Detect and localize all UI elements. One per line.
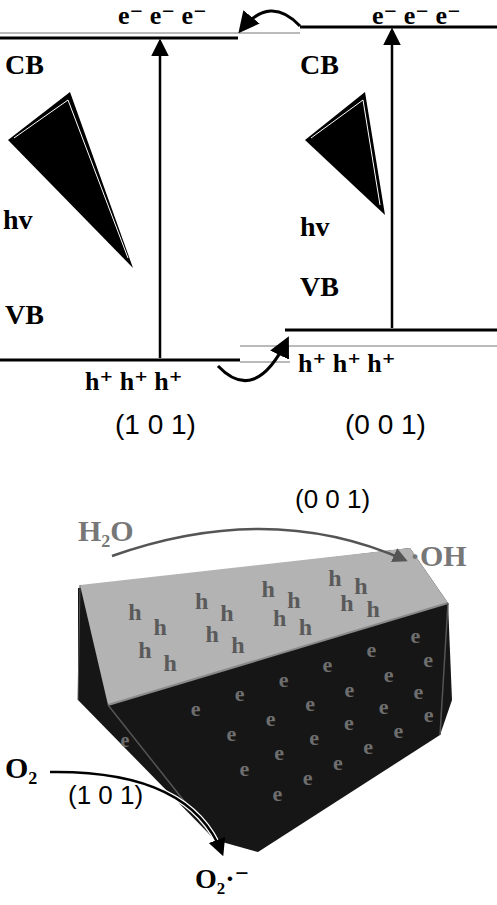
photon-wedge-inner [311,100,380,205]
top-facet [80,548,448,705]
carrier-label: e⁻ e⁻ e⁻ [372,2,461,29]
facet-label: (1 0 1) [115,410,196,439]
hole-mark: h [340,591,353,616]
reduction-arrow-halo [50,772,222,853]
electron-mark: e [121,730,130,751]
electron-mark: e [344,711,354,734]
electron-mark: e [379,696,389,719]
electron-mark: e [323,653,333,676]
electron-mark: e [333,751,343,774]
hole-mark: h [195,589,208,614]
electron-mark: e [274,742,284,765]
band-label: CB [5,50,44,79]
electron-mark: e [414,680,424,703]
electron-mark: e [279,668,289,691]
facet-edge [440,603,448,735]
facet-label: (0 0 1) [345,410,426,439]
band-guide [240,346,497,347]
hole-mark: h [153,615,166,640]
band-guide [0,33,300,34]
band-label: VB [300,272,339,301]
hole-mark: h [366,598,379,623]
hole-mark: h [328,567,341,592]
electron-transfer-arrow [241,11,300,30]
hole-mark: h [231,634,244,659]
carrier-label: h⁺ h⁺ h⁺ [298,350,396,377]
electron-mark: e [303,767,313,790]
facet-label: (1 0 1) [68,782,143,809]
hole-mark: h [220,602,233,627]
excitation-arrow [159,42,162,358]
hole-mark: h [164,652,177,677]
electron-mark: e [394,720,404,743]
electron-mark: e [344,678,354,701]
species-label: ·OH [410,540,467,572]
carrier-label: e⁻ e⁻ e⁻ [118,2,207,29]
photon-label: hv [3,205,33,234]
hole-mark: h [138,638,151,663]
species-label: O₂·⁻ [195,864,249,893]
electron-mark: e [273,782,283,805]
band-label: VB [5,300,44,329]
species-label: H₂O [78,515,134,547]
electron-mark: e [366,639,376,662]
hole-mark: h [299,616,312,641]
band-label: CB [300,50,339,79]
species-label: O₂ [5,752,37,784]
hole-mark: h [262,578,275,603]
facet-edge [108,603,448,705]
electron-mark: e [305,693,315,716]
oxidation-arrow [112,529,405,560]
photon-wedge [305,92,385,215]
electron-mark: e [423,648,433,671]
hole-mark: h [128,600,141,625]
carrier-label: h⁺ h⁺ h⁺ [85,368,183,395]
band-guide [240,362,290,363]
electron-mark: e [363,735,373,758]
valence-band [285,329,497,332]
electron-mark: e [235,683,245,706]
facet-label: (0 0 1) [295,486,370,513]
excitation-arrow [391,31,394,328]
facet-edge [78,585,80,700]
electron-mark: e [226,723,236,746]
conduction-band [0,37,238,40]
electron-mark: e [410,624,420,647]
hole-mark: h [287,588,300,613]
electron-mark: e [309,726,319,749]
hole-transfer-arrow [218,340,287,381]
hole-mark: h [273,607,286,632]
electron-mark: e [191,697,201,720]
valence-band [0,359,240,362]
band-diagram [0,11,497,381]
photon-wedge [8,92,133,268]
reduction-arrow [50,772,222,853]
electron-mark: e [266,708,276,731]
electron-mark: e [424,704,434,727]
hole-mark: h [354,575,367,600]
hole-mark: h [206,622,219,647]
crystal [50,529,452,853]
electron-mark: e [240,757,250,780]
electron-mark: e [384,663,394,686]
photon-label: hv [300,212,330,241]
